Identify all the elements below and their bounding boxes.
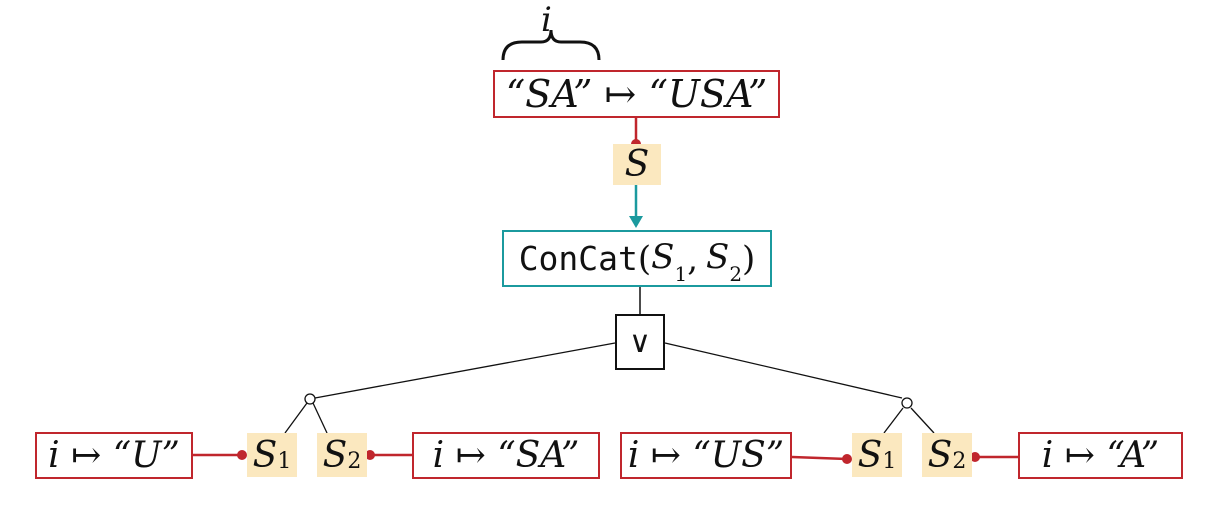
concat-open-paren: ( [637,238,652,279]
concat-box: ConCat(S1,S2) [502,230,772,287]
left-node-s1-link [284,402,308,434]
left-branch-rule-u: i ↦ “U” [35,432,193,479]
right-branch-rule-a: i ↦ “A” [1018,432,1183,479]
teal-arrowhead [629,216,643,228]
root-var-s: S [613,144,661,185]
root-rule-box: “SA” ↦ “USA” [493,70,780,118]
concat-arg-s2: S2 [706,236,743,287]
or-node: ∨ [615,314,665,370]
right-node-s2-link [910,407,935,434]
concat-arg-s1: S1 [651,236,688,287]
right-branch-rule-us: i ↦ “US” [620,432,792,479]
left-rule-s1-dot [237,450,247,460]
left-node-s2-link [312,402,328,434]
curly-brace [501,29,601,61]
right-branch-node [901,397,913,409]
concat-fn-label: ConCat [518,239,638,278]
root-var-s-label: S [624,144,650,185]
right-rule-s1-link [791,455,848,461]
or-right-link [664,342,903,399]
brace-label: i [541,0,552,40]
concat-close-paren: ) [742,238,756,279]
concat-comma: , [687,238,699,279]
right-rule-s1-dot [842,454,852,464]
left-branch-rule-sa: i ↦ “SA” [412,432,600,479]
or-left-link [314,342,616,399]
left-s2-rule-dot [365,450,375,460]
left-branch-node [304,393,316,405]
right-node-s1-link [883,407,904,434]
right-s2-rule-dot [970,452,980,462]
